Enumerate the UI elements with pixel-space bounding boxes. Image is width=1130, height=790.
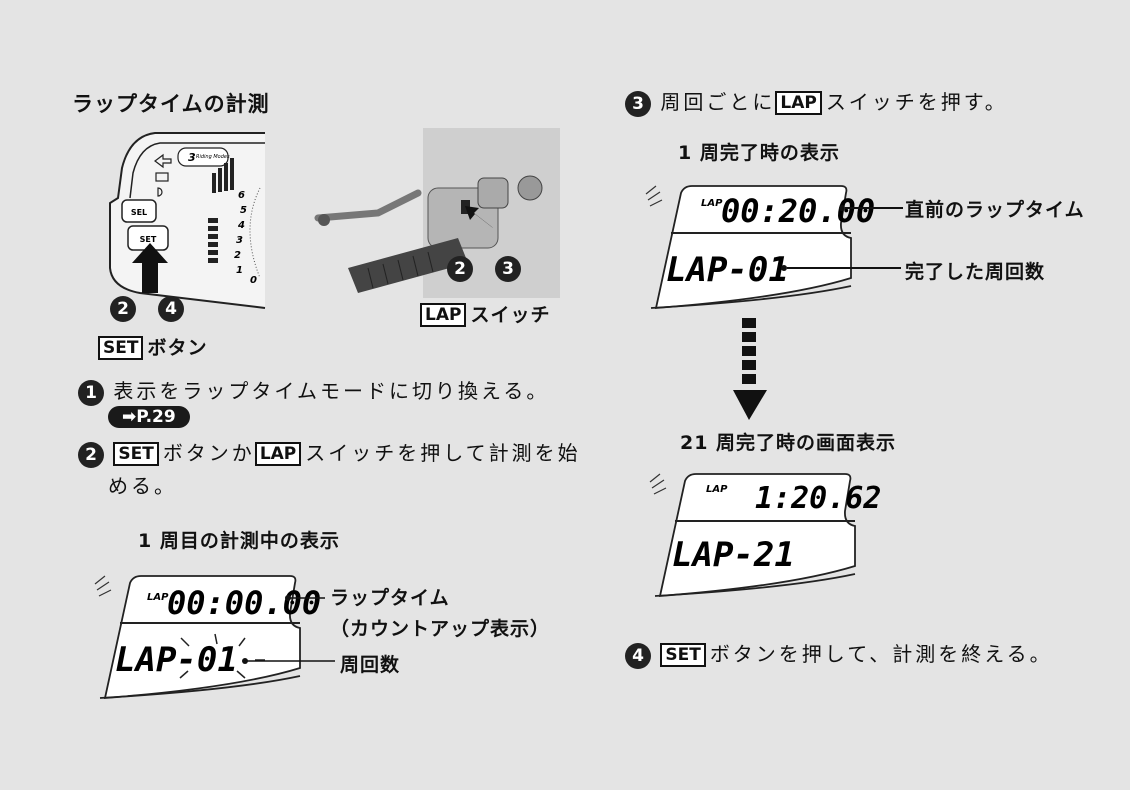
svg-text:0: 0 (250, 275, 257, 286)
marker-3: 3 (495, 256, 521, 282)
marker-4: 4 (158, 296, 184, 322)
leader-line (787, 267, 901, 269)
lap-time-readout: 1:20.62 (755, 481, 881, 516)
lap-tag: LAP (147, 592, 169, 603)
meter-panel-illustration: SEL SET 3 Riding Modes 6 5 4 3 2 1 0 (109, 132, 266, 309)
arrow-down-icon (733, 318, 767, 420)
arrow-right-icon: ➡ (122, 407, 137, 427)
lap-time-sublabel: （カウントアップ表示） (330, 618, 551, 640)
lap-tag: LAP (706, 484, 728, 495)
completed-lap-count-label: 完了した周回数 (905, 261, 1046, 283)
set-button-label: SET (140, 235, 157, 244)
arrow-icon (465, 206, 493, 228)
lap-count-readout: LAP-21 (672, 535, 795, 575)
marker-2: 2 (447, 256, 473, 282)
headlight-icon (157, 187, 163, 197)
lap-count-readout: LAP-01 (115, 640, 238, 680)
sel-button-label: SEL (131, 208, 147, 217)
svg-text:4: 4 (237, 220, 245, 231)
lap-tag: LAP (701, 198, 723, 209)
turn-signal-icon (154, 153, 172, 169)
lap-time-label: ラップタイム (330, 587, 450, 609)
svg-text:6: 6 (238, 190, 245, 201)
leader-line (845, 207, 903, 209)
svg-text:5: 5 (240, 205, 247, 216)
lap-count-label: 周回数 (340, 654, 401, 676)
lcd-display-lap1: LAP 00:00.00 LAP-01 (94, 575, 335, 699)
lcd-display-complete1: LAP 00:20.00 LAP-01 (645, 185, 875, 309)
svg-text:3: 3 (188, 151, 196, 164)
page-title: ラップタイムの計測 (72, 92, 270, 116)
page-reference-link[interactable]: ➡P.29 (108, 406, 190, 428)
previous-lap-time-readout: 00:20.00 (721, 192, 875, 230)
svg-text:2: 2 (234, 250, 241, 261)
arrow-up-icon (132, 243, 168, 293)
display-complete1-caption: 1 周完了時の表示 (678, 142, 840, 164)
step-2-continuation: める。 (108, 474, 177, 498)
riding-modes-label: Riding Modes (196, 154, 230, 160)
completed-lap-count-readout: LAP-01 (666, 250, 789, 290)
marker-2: 2 (110, 296, 136, 322)
lap-time-readout: 00:00.00 (167, 584, 321, 622)
display-complete21-caption: 21 周完了時の画面表示 (680, 432, 897, 454)
step-1: 1 表示をラップタイムモードに切り換える。 (78, 375, 549, 406)
engine-check-icon (155, 172, 169, 182)
lcd-display-complete21: LAP 1:20.62 LAP-21 (649, 473, 881, 597)
svg-text:1: 1 (236, 265, 243, 276)
display-lap1-caption: 1 周目の計測中の表示 (138, 530, 340, 552)
previous-lap-time-label: 直前のラップタイム (905, 199, 1085, 221)
handlebar-illustration (314, 128, 560, 298)
svg-text:3: 3 (236, 235, 243, 246)
